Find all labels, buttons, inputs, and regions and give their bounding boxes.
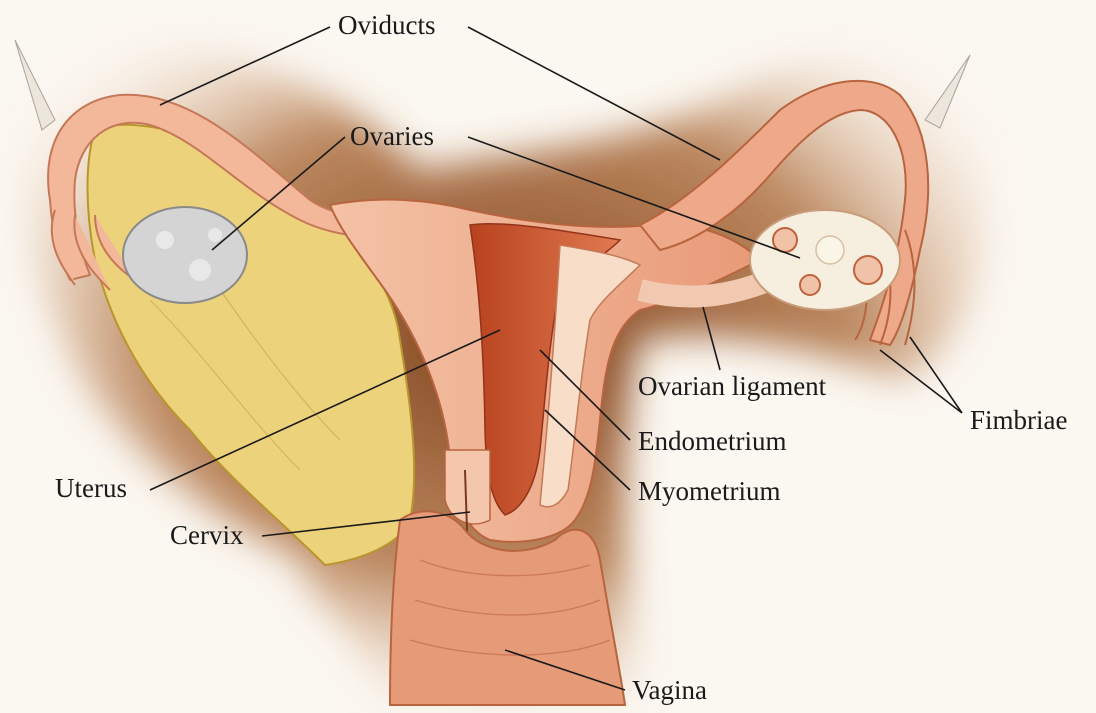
label-fimbriae: Fimbriae <box>970 407 1067 434</box>
oviducts-leader-right <box>468 27 720 160</box>
label-oviducts: Oviducts <box>338 12 436 39</box>
label-ovarian-ligament: Ovarian ligament <box>638 373 826 400</box>
label-cervix: Cervix <box>170 522 244 549</box>
label-myometrium: Myometrium <box>638 478 781 505</box>
label-uterus: Uterus <box>55 475 127 502</box>
left-ovary <box>123 207 247 303</box>
label-vagina: Vagina <box>632 677 707 704</box>
label-endometrium: Endometrium <box>638 428 786 455</box>
label-ovaries: Ovaries <box>350 123 434 150</box>
